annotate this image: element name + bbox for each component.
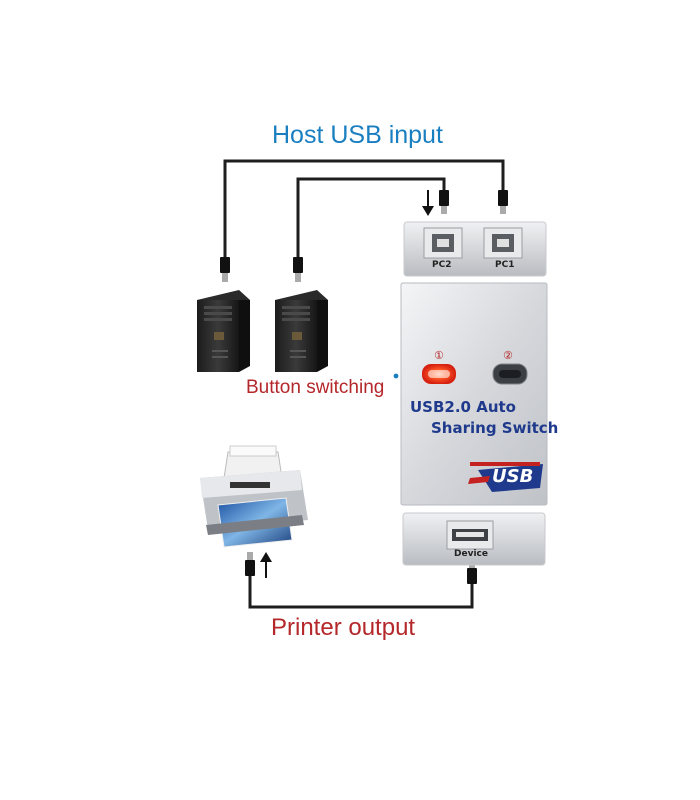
usb-plug-printer	[245, 552, 255, 576]
usb-plug-pc2-computer	[293, 257, 303, 282]
printer-output-label: Printer output	[271, 614, 416, 641]
led-indicator-inactive[interactable]	[492, 363, 528, 385]
usb-logo-icon	[468, 462, 543, 492]
computer-tower-icon	[275, 290, 328, 372]
indicator-number-1: ①	[434, 349, 444, 362]
usb-plug-pc2-switch	[439, 190, 449, 214]
port-label-pc1: PC1	[495, 260, 515, 270]
usb-logo-text: USB	[492, 466, 534, 487]
arrow-down-icon	[422, 190, 434, 216]
arrow-up-icon	[260, 552, 272, 578]
host-cable-pc1	[223, 159, 505, 275]
printer-cable	[248, 575, 474, 609]
indicator-number-2: ②	[503, 349, 513, 362]
usb-plug-pc1-computer	[220, 257, 230, 282]
blue-dot-marker	[393, 373, 399, 379]
port-label-device: Device	[454, 549, 488, 559]
usb-plug-pc1-switch	[498, 190, 508, 214]
switch-port-block-top	[403, 221, 547, 277]
led-indicator-active[interactable]	[422, 364, 456, 384]
model-name-line1: USB2.0 Auto	[410, 398, 516, 416]
host-cable-pc2	[296, 177, 446, 275]
switch-body	[400, 282, 548, 506]
port-label-pc2: PC2	[432, 260, 452, 270]
button-switching-label: Button switching	[246, 377, 385, 398]
model-name-line2: Sharing Switch	[431, 419, 559, 437]
computer-tower-icon	[197, 290, 250, 372]
printer-icon	[200, 445, 308, 548]
host-usb-input-label: Host USB input	[272, 121, 443, 149]
switch-port-block-bottom	[402, 512, 546, 566]
